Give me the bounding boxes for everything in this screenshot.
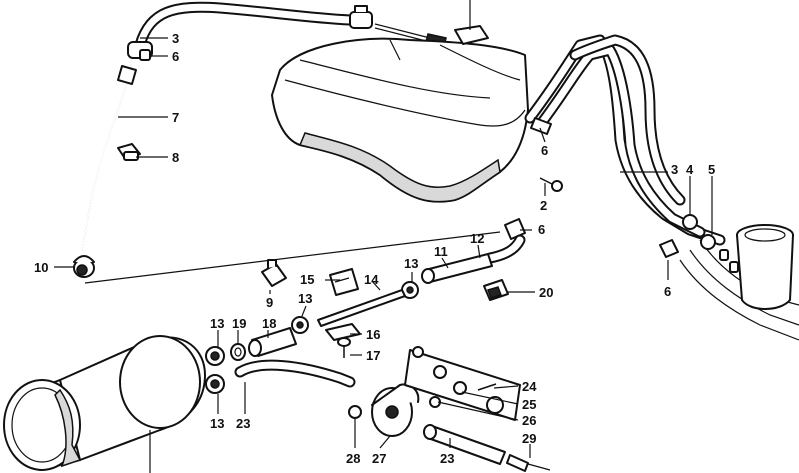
callout-19: 19 bbox=[232, 316, 246, 331]
screw-17 bbox=[337, 337, 351, 358]
leader-lines bbox=[54, 37, 713, 458]
callout-16: 16 bbox=[366, 327, 380, 342]
pressure-regulator bbox=[371, 383, 420, 437]
callout-15: 15 bbox=[300, 272, 314, 287]
callout-9: 9 bbox=[266, 295, 273, 310]
callout-6-tank: 6 bbox=[541, 143, 548, 158]
callout-28: 28 bbox=[346, 451, 360, 466]
nut-28 bbox=[348, 405, 362, 419]
callout-13-upper: 13 bbox=[404, 256, 418, 271]
callout-6-right: 6 bbox=[664, 284, 671, 299]
callout-10: 10 bbox=[34, 260, 48, 275]
callout-12: 12 bbox=[470, 231, 484, 246]
clamp-20 bbox=[483, 279, 509, 301]
fuel-tank bbox=[271, 0, 529, 203]
callout-26: 26 bbox=[522, 413, 536, 428]
hose-18 bbox=[248, 327, 297, 357]
callout-13-pump-lower: 13 bbox=[210, 416, 224, 431]
callout-14: 14 bbox=[364, 272, 379, 287]
bolt-24 bbox=[477, 383, 497, 391]
callout-27: 27 bbox=[372, 451, 386, 466]
callout-3-upper: 3 bbox=[172, 31, 179, 46]
pipe-clip bbox=[117, 143, 141, 161]
fuel-line-pipe bbox=[81, 59, 137, 251]
clamp-13-pump bbox=[205, 374, 225, 394]
callout-7: 7 bbox=[172, 110, 179, 125]
callout-5: 5 bbox=[708, 162, 715, 177]
mounting-bracket bbox=[404, 346, 521, 421]
callout-24: 24 bbox=[522, 379, 537, 394]
hose-clamp-13-upper bbox=[401, 281, 419, 299]
clamp-13-lower bbox=[205, 346, 225, 366]
callout-20: 20 bbox=[539, 285, 553, 300]
connecting-pipe-14 bbox=[317, 289, 406, 327]
callout-3-bundle: 3 bbox=[671, 162, 678, 177]
grommet-19 bbox=[230, 343, 246, 361]
callout-13-mid: 13 bbox=[298, 291, 312, 306]
callout-23-upper: 23 bbox=[236, 416, 250, 431]
hose-23-lower bbox=[423, 424, 506, 465]
hose-23-upper bbox=[234, 359, 356, 388]
callout-25: 25 bbox=[522, 397, 536, 412]
callout-6-hose: 6 bbox=[538, 222, 545, 237]
filler-neck bbox=[736, 224, 794, 310]
callout-8: 8 bbox=[172, 150, 179, 165]
pipe-29 bbox=[506, 454, 551, 472]
callout-17: 17 bbox=[366, 348, 380, 363]
callout-13-pump-upper: 13 bbox=[210, 316, 224, 331]
tank-mounting-bolt bbox=[539, 177, 563, 192]
callout-23-lower: 23 bbox=[440, 451, 454, 466]
callout-29: 29 bbox=[522, 431, 536, 446]
fuel-pipe-bundle bbox=[524, 34, 799, 341]
callout-4: 4 bbox=[686, 162, 694, 177]
fuel-pump-canister bbox=[3, 335, 206, 473]
callout-18: 18 bbox=[262, 316, 276, 331]
clip-9 bbox=[261, 259, 287, 287]
fuel-hose-12 bbox=[484, 218, 526, 264]
bracket-15 bbox=[329, 268, 359, 296]
hose-clamp-13-mid bbox=[291, 316, 309, 334]
hose-clamp-tank bbox=[530, 117, 552, 135]
callout-6-upper: 6 bbox=[172, 49, 179, 64]
connector-nuts bbox=[682, 214, 739, 273]
callout-11: 11 bbox=[434, 244, 448, 259]
hose-clamp-right bbox=[659, 239, 679, 258]
callout-labels: 3 6 7 8 10 6 2 6 3 4 5 6 12 11 13 14 15 … bbox=[34, 31, 715, 466]
fuel-hose-11 bbox=[421, 253, 493, 284]
hose-clamp-upper bbox=[127, 41, 153, 61]
callout-2: 2 bbox=[540, 198, 547, 213]
grommet bbox=[73, 255, 95, 278]
